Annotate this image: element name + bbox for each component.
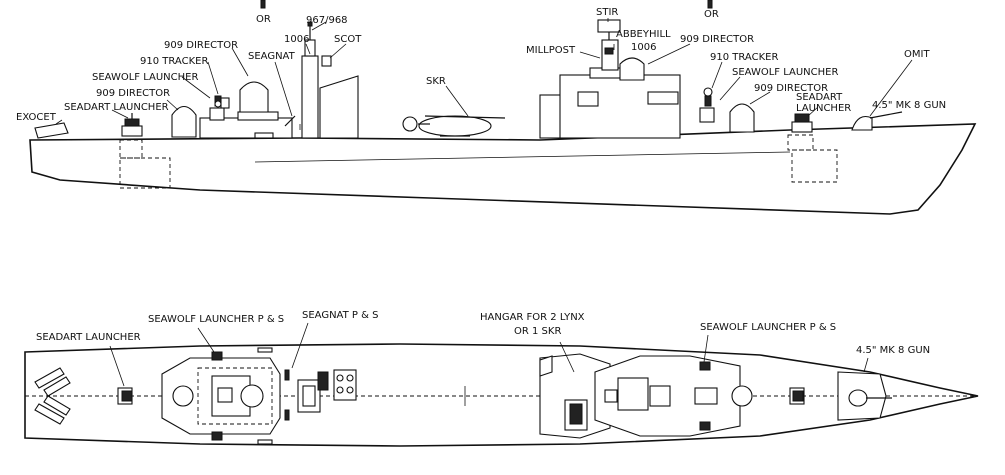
fwd-mast: [301, 21, 332, 139]
director-909-dome-aft-upper: [619, 57, 645, 81]
director-909-dome-fwd: [171, 105, 197, 138]
label-abbeyhill: ABBEYHILL: [616, 29, 671, 40]
label-gun-side: 4.5" MK 8 GUN: [872, 100, 946, 111]
label-909-director-top-left: 909 DIRECTOR: [164, 40, 238, 51]
label-or-right: OR: [704, 9, 719, 20]
plan-label-gun: 4.5" MK 8 GUN: [856, 345, 930, 356]
label-exocet: EXOCET: [16, 112, 57, 123]
or-mark-right: [707, 0, 713, 9]
fwd-superstructure: [199, 117, 293, 139]
plan-label-seadart: SEADART LAUNCHER: [36, 332, 141, 343]
side-sheer-line: [254, 151, 791, 163]
label-scot: SCOT: [334, 34, 362, 45]
plan-label-hangar-line2: OR 1 SKR: [514, 326, 561, 337]
label-stir: STIR: [596, 7, 618, 18]
label-910-tracker-right: 910 TRACKER: [710, 52, 778, 63]
label-seadart-right-line1: SEADART: [796, 92, 843, 103]
plan-leader-lines: [109, 322, 869, 387]
skr-helicopter: [402, 115, 506, 137]
side-leader-lines: [55, 18, 913, 125]
seagnat-side: [284, 115, 296, 127]
label-seawolf-left: SEAWOLF LAUNCHER: [92, 72, 198, 83]
label-909-director-low-left: 909 DIRECTOR: [96, 88, 170, 99]
label-910-tracker-left: 910 TRACKER: [140, 56, 208, 67]
or-mark-left: [260, 0, 266, 9]
plan-label-seawolf-fwd: SEAWOLF LAUNCHER P & S: [148, 314, 284, 325]
funnel: [319, 75, 359, 139]
label-1006-fwd: 1006: [284, 34, 309, 45]
label-seagnat: SEAGNAT: [248, 51, 296, 62]
plan-seawolf-aft: [699, 361, 711, 431]
seadart-launcher-aft: [791, 113, 813, 133]
side-magazine-aft: [791, 149, 838, 183]
plan-view: SEADART LAUNCHER SEAWOLF LAUNCHER P & S …: [24, 310, 979, 447]
plan-exocet-tubes: [34, 367, 71, 425]
label-seadart-right-line2: LAUNCHER: [796, 103, 851, 114]
side-magazine-fwd: [119, 157, 171, 189]
seawolf-launcher-aft-side: [699, 87, 715, 123]
plan-hangar: [539, 353, 611, 439]
label-seadart-left: SEADART LAUNCHER: [64, 102, 169, 113]
gun-mk8-side: [851, 111, 903, 131]
plan-director-fwd: [172, 385, 194, 407]
label-or-left: OR: [256, 14, 271, 25]
side-view: OR OR 967/968 1006 SCOT STIR ABBEYHILL 1…: [16, 0, 977, 215]
plan-gun-mk8: [837, 371, 892, 421]
exocet-launcher: [34, 122, 69, 139]
label-seawolf-right: SEAWOLF LAUNCHER: [732, 67, 838, 78]
plan-seadart-aft: [789, 387, 805, 405]
plan-label-seawolf-aft: SEAWOLF LAUNCHER P & S: [700, 322, 836, 333]
aft-superstructure: [539, 67, 681, 139]
plan-seagnat: [284, 369, 290, 421]
label-omit: OMIT: [904, 49, 930, 60]
label-skr: SKR: [426, 76, 446, 87]
plan-label-seagnat: SEAGNAT P & S: [302, 310, 378, 321]
label-909-director-top-right: 909 DIRECTOR: [680, 34, 754, 45]
label-1006-aft: 1006: [631, 42, 656, 53]
seawolf-launcher-fwd-side: [209, 95, 230, 121]
plan-seadart-launcher: [117, 387, 133, 405]
plan-seawolf-fwd: [211, 351, 223, 441]
director-909-dome-fwd-upper: [239, 81, 269, 113]
aft-mast: [597, 19, 621, 71]
label-967-968: 967/968: [306, 15, 348, 26]
seadart-launcher-fwd: [121, 113, 143, 137]
label-909-director-low-right: 909 DIRECTOR: [754, 83, 828, 94]
label-millpost: MILLPOST: [526, 45, 576, 56]
plan-label-hangar-line1: HANGAR FOR 2 LYNX: [480, 312, 585, 323]
director-909-dome-aft: [729, 103, 755, 133]
